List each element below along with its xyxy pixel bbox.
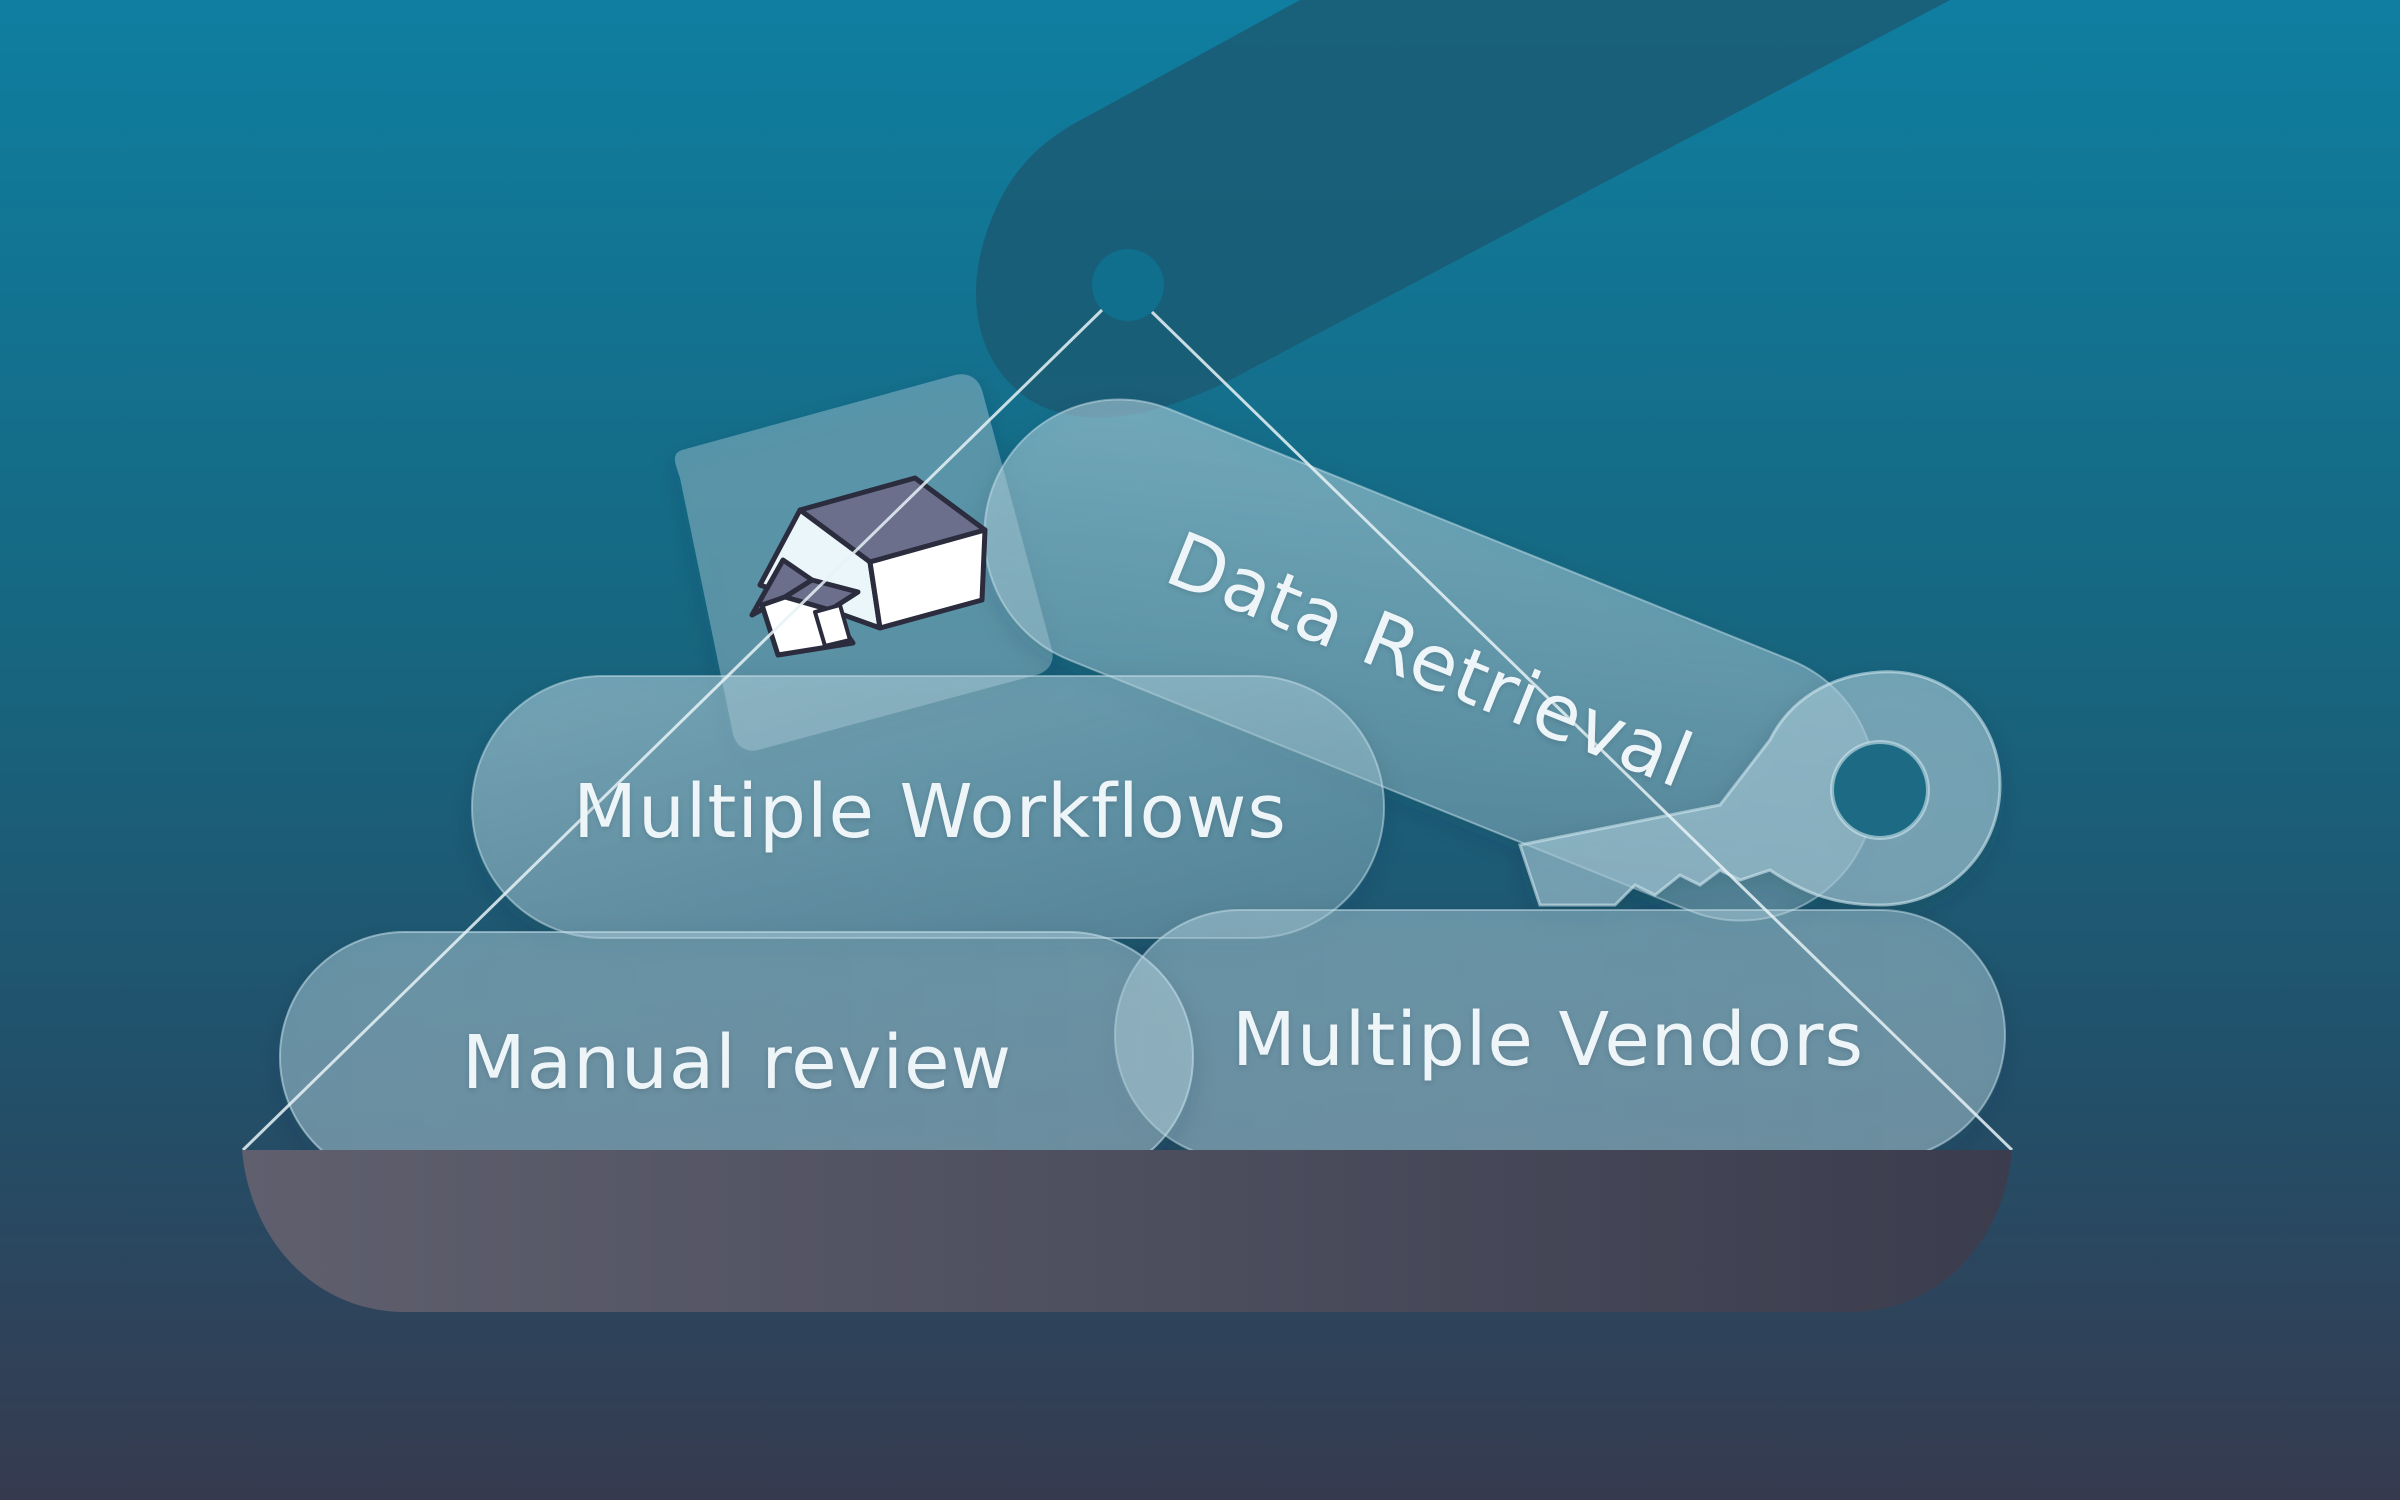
hanging-strings bbox=[241, 308, 2014, 1152]
hand-shadow bbox=[976, 0, 1950, 418]
scale-tray bbox=[242, 1150, 2012, 1312]
house-icon bbox=[749, 475, 988, 658]
multiple-vendors-label: Multiple Vendors bbox=[1232, 997, 1864, 1083]
key-icon bbox=[1518, 670, 2002, 907]
multiple-workflows-label: Multiple Workflows bbox=[573, 769, 1287, 855]
manual-review-label: Manual review bbox=[461, 1020, 1013, 1106]
hang-hook bbox=[1092, 249, 1164, 321]
